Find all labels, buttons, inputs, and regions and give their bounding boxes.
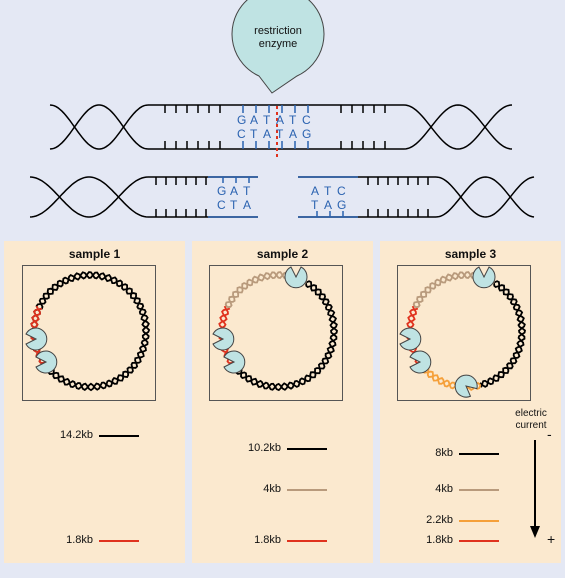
band-line [459,540,499,542]
cut-right-top-base: T [324,184,332,198]
sample-panel-1: sample 1 [4,241,185,563]
band-label: 8kb [435,447,453,459]
band-line [99,435,139,437]
band-label: 1.8kb [66,534,93,546]
top-strand-base: C [302,113,311,127]
bottom-strand-base: T [276,127,284,141]
sample-title: sample 1 [68,247,121,261]
plasmid-frame [397,265,531,401]
cut-dna-fragments [29,176,535,218]
restriction-enzyme-shape [231,0,325,94]
cut-left-bottom-base: C [217,198,226,212]
cut-left-top-base: T [243,184,251,198]
cut-right-bottom-base: T [311,198,319,212]
band-line [287,489,327,491]
electric-current-label: electric current [506,408,556,432]
cut-left-top-base: A [230,184,238,198]
cut-left-bottom-base: T [230,198,238,212]
band-label: 14.2kb [59,429,93,441]
dna-double-helix [49,104,513,150]
top-strand-base: A [250,113,258,127]
bottom-strand-base: G [302,127,311,141]
bottom-strand-base: T [250,127,258,141]
band-line [287,540,327,542]
band-label: 2.2kb [426,514,453,526]
bottom-strand-base: A [289,127,297,141]
bottom-strand-base: C [237,127,246,141]
enzyme-label-line2: enzyme [258,38,298,50]
plasmid-frame [209,265,343,401]
cut-left-bottom-base: A [243,198,251,212]
cut-right-top-base: A [311,184,319,198]
band-label: 4kb [263,483,281,495]
band-line [459,453,499,455]
sample-title: sample 2 [256,247,309,261]
band-label: 1.8kb [254,534,281,546]
band-line [459,520,499,522]
bottom-strand-base: A [263,127,271,141]
cut-left-top-base: G [217,184,226,198]
enzyme-label: restriction enzyme [241,25,315,51]
band-line [99,540,139,542]
cut-right-top-base: C [337,184,346,198]
top-strand-base: T [263,113,271,127]
enzyme-label-line1: restriction [254,25,302,37]
current-label-line1: electric [515,408,547,419]
band-label: 1.8kb [426,534,453,546]
cut-right-bottom-base: G [337,198,346,212]
band-label: 10.2kb [247,442,281,454]
plus-sign: + [547,531,556,547]
cut-right-bottom-base: A [324,198,332,212]
band-label: 4kb [435,483,453,495]
minus-sign: - [547,426,552,442]
top-strand-base: T [289,113,297,127]
sample-panel-2: sample 2 [192,241,373,563]
top-strand-base: A [276,113,284,127]
band-line [287,448,327,450]
plasmid-frame [22,265,156,401]
current-label-line2: current [515,420,547,431]
top-strand-base: G [237,113,246,127]
sample-title: sample 3 [444,247,497,261]
band-line [459,489,499,491]
